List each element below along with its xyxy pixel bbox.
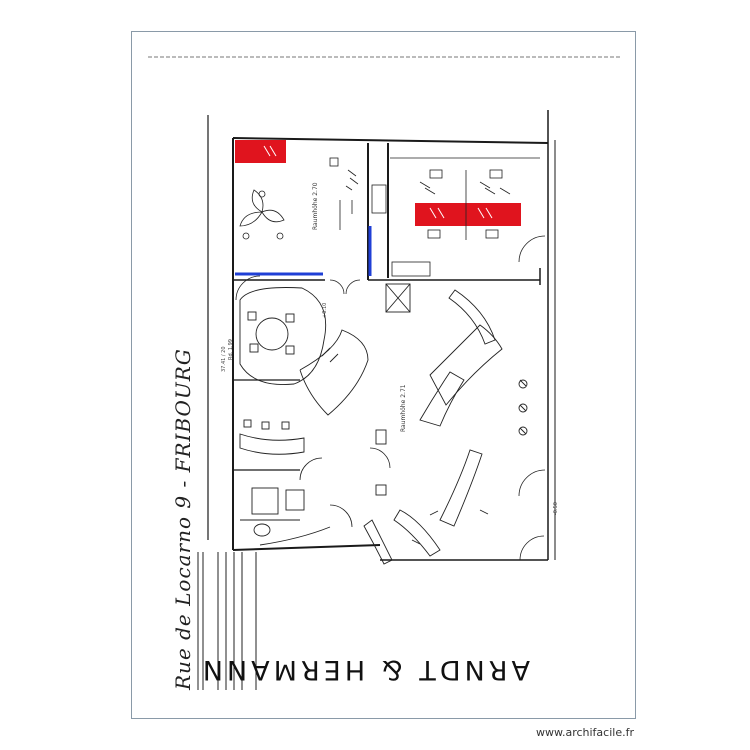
red-desk-top-left xyxy=(235,140,286,163)
meeting-room xyxy=(239,287,369,416)
dimension-label-1: 37.41 / 20 xyxy=(221,346,227,372)
main-space-desks xyxy=(363,283,528,565)
door-swings xyxy=(235,235,546,561)
room-a-furniture xyxy=(239,157,387,240)
dimension-label-3: -0.50 xyxy=(553,502,559,515)
red-highlight-desks xyxy=(235,140,521,226)
red-desk-right-2 xyxy=(468,203,521,226)
room-label-b: Raumhöhe 2.71 xyxy=(400,384,407,432)
title-block-lines xyxy=(197,552,257,690)
dimension-label-4: +0.10 xyxy=(322,302,328,318)
drawing-sheet xyxy=(131,31,636,719)
watermark: www.archifacile.fr xyxy=(535,726,634,739)
street-address: Rue de Locarno 9 - FRIBOURG xyxy=(171,348,195,690)
room-label-a: Raumhöhe 2.70 xyxy=(312,182,319,230)
dimension-label-2: Rd. 1.99 xyxy=(228,339,234,360)
outer-walls xyxy=(207,110,556,561)
company-name: ARNDT & HERMANN xyxy=(198,654,530,685)
lower-left-rooms xyxy=(239,419,331,546)
blue-highlight-walls xyxy=(235,226,372,276)
room-c-furniture xyxy=(390,157,540,277)
